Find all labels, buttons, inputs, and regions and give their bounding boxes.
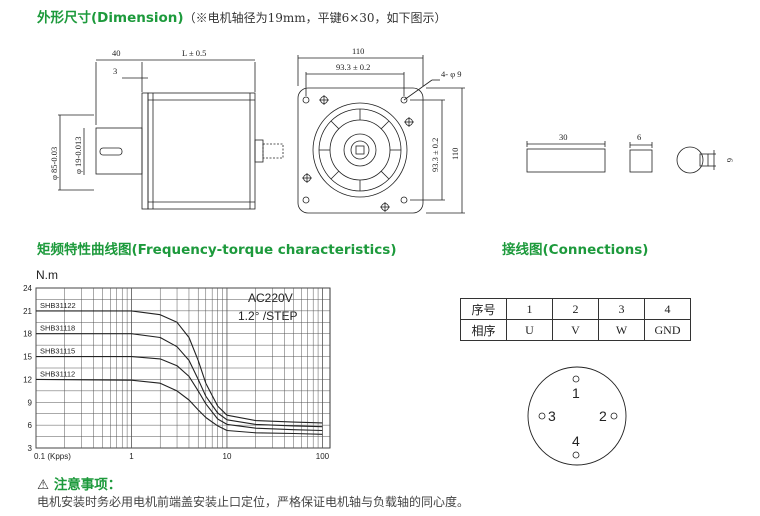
y-tick-label: 18: [23, 330, 32, 339]
chart-title: 矩频特性曲线图(Frequency-torque characteristics…: [37, 242, 397, 258]
connector-outline: [527, 366, 627, 466]
x-tick-label: 10: [223, 452, 232, 461]
dim-holes: 4- φ 9: [441, 69, 462, 79]
table-cell: 2: [552, 298, 599, 320]
x-tick-label: 100: [316, 452, 330, 461]
dimension-drawing: 40 3 L ± 0.5 110 93.3 ± 0.2 4- φ 9 93.3 …: [49, 46, 735, 214]
pin-hole: [572, 451, 580, 459]
dim-key-30: 30: [559, 132, 568, 142]
y-tick-label: 9: [28, 398, 33, 407]
y-tick-label: 12: [23, 375, 32, 384]
front-outer-circle: [312, 102, 408, 198]
key-section: [629, 149, 653, 173]
connection-table: 序号 1 2 3 4 相序 U V W GND: [460, 298, 691, 341]
table-cell: 相序: [460, 319, 507, 341]
series-label: SHB31115: [40, 347, 75, 356]
connector-pin-diagram: 1 2 3 4: [527, 366, 627, 466]
pin-label-4: 4: [572, 433, 580, 449]
y-tick-label: 6: [28, 421, 33, 430]
shaft-section: [676, 146, 704, 174]
y-tick-label: 24: [23, 284, 32, 293]
table-cell: W: [598, 319, 645, 341]
front-flange-square: [297, 87, 424, 214]
table-cell: 1: [506, 298, 553, 320]
dim-40: 40: [112, 48, 121, 58]
table-cell: 3: [598, 298, 645, 320]
motor-body: [147, 92, 256, 210]
pin-label-2: 2: [599, 408, 607, 424]
x-tick-label: 1: [129, 452, 134, 461]
shaft-key: [99, 147, 123, 156]
table-cell: GND: [644, 319, 691, 341]
dim-L: L ± 0.5: [182, 48, 206, 58]
pin-hole: [538, 412, 546, 420]
series-line: [36, 333, 323, 428]
x-tick-label: 0.1 (Kpps): [34, 452, 71, 461]
mount-hole: [400, 96, 408, 104]
dim-3: 3: [113, 66, 117, 76]
table-cell: V: [552, 319, 599, 341]
connections-title: 接线图(Connections): [502, 242, 649, 258]
notice-text: 电机安装时务必用电机前端盖安装止口定位，严格保证电机轴与负载轴的同心度。: [37, 495, 470, 509]
warning-icon: ⚠: [37, 477, 50, 493]
series-line: [35, 378, 323, 435]
notice-title: 注意事项：: [53, 477, 122, 493]
front-flange: [141, 92, 149, 210]
rear-connector: [262, 143, 284, 159]
series-line: [36, 356, 323, 432]
pin-hole: [610, 412, 618, 420]
dimension-note: （※电机轴径为19mm，平键6×30，如下图示）: [183, 11, 447, 25]
series-label: SHB31122: [40, 301, 76, 310]
rear-cap: [254, 139, 264, 163]
y-tick-label: 15: [23, 353, 32, 362]
y-tick-label: 3: [28, 444, 33, 453]
chart-annotation-step: 1.2° /STEP: [238, 309, 298, 323]
series-label: SHB31118: [40, 324, 75, 333]
dimension-section-title: 外形尺寸(Dimension)（※电机轴径为19mm，平键6×30，如下图示）: [37, 6, 447, 26]
mount-hole: [302, 96, 310, 104]
dim-110-side: 110: [450, 148, 460, 160]
table-cell: U: [506, 319, 553, 341]
shaft-outline: [95, 127, 143, 175]
pin-label-3: 3: [548, 408, 556, 424]
dim-phi19: φ 19-0.013: [73, 137, 83, 175]
table-row: 序号 1 2 3 4: [460, 298, 691, 320]
series-line: [36, 310, 323, 424]
table-row: 相序 U V W GND: [460, 319, 691, 341]
dim-key-6b: 6: [725, 158, 735, 162]
key-front: [526, 148, 606, 173]
dim-93-side: 93.3 ± 0.2: [430, 138, 440, 172]
chart-annotation-voltage: AC220V: [248, 291, 293, 305]
dim-110-top: 110: [352, 46, 364, 56]
y-tick-label: 21: [23, 307, 32, 316]
dim-key-6: 6: [637, 132, 641, 142]
pin-label-1: 1: [572, 385, 580, 401]
dimension-title: 外形尺寸(Dimension): [37, 10, 184, 26]
dim-93-top: 93.3 ± 0.2: [336, 62, 370, 72]
table-cell: 序号: [460, 298, 507, 320]
y-axis-unit: N.m: [36, 268, 58, 282]
mount-hole: [302, 196, 310, 204]
mount-hole: [400, 196, 408, 204]
table-cell: 4: [644, 298, 691, 320]
notice-heading: ⚠ 注意事项：: [37, 473, 121, 493]
frequency-torque-chart: N.m AC220V 1.2° /STEP 3 6 9 12 15 18 21 24 0.1 (…: [23, 268, 331, 461]
series-label: SHB31112: [40, 369, 75, 378]
dim-phi85: φ 85-0.03: [49, 147, 59, 180]
pin-hole: [572, 375, 580, 383]
